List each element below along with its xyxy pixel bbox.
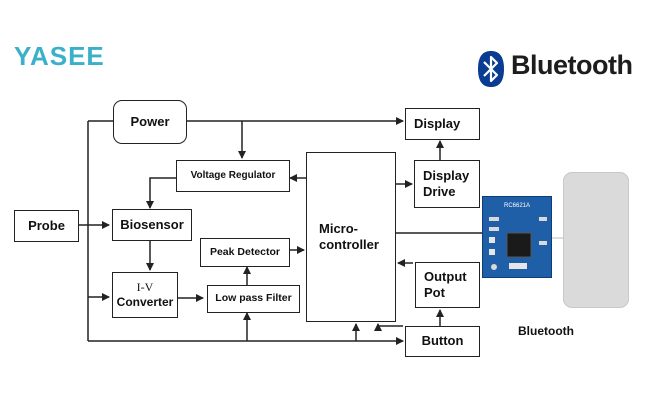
- probe-block: Probe: [14, 210, 79, 242]
- display-drive-label-line1: Display: [423, 167, 470, 183]
- power-label: Power: [130, 113, 170, 129]
- power-block: Power: [113, 100, 187, 144]
- iv-converter-label-line2: Converter: [116, 295, 174, 309]
- low-pass-filter-label: Low pass Filter: [215, 292, 292, 305]
- module-label: RC6621A: [503, 203, 530, 209]
- microcontroller-label-line2: controller: [319, 237, 379, 252]
- biosensor-block: Biosensor: [112, 209, 192, 241]
- output-pot-label-line1: Output: [424, 268, 467, 284]
- display-label: Display: [414, 115, 461, 131]
- microcontroller-label-line1: Micro-: [319, 220, 358, 236]
- display-drive-label-line2: Drive: [423, 184, 456, 199]
- peak-detector-block: Peak Detector: [200, 238, 290, 267]
- yasee-logo-text: YASEE: [14, 41, 105, 71]
- output-pot-block: Output Pot: [415, 262, 480, 308]
- voltage-regulator-label: Voltage Regulator: [190, 169, 276, 181]
- output-pot-label-line2: Pot: [424, 285, 445, 300]
- display-block: Display: [405, 108, 480, 140]
- bluetooth-wordmark: Bluetooth: [511, 50, 633, 80]
- button-block: Button: [405, 326, 480, 357]
- bluetooth-icon: [478, 51, 504, 87]
- yasee-logo: YASEE: [14, 41, 105, 72]
- low-pass-filter-block: Low pass Filter: [207, 285, 300, 313]
- iv-converter-label-line1: I-V: [136, 280, 154, 294]
- biosensor-label: Biosensor: [120, 216, 184, 232]
- bluetooth-caption: Bluetooth: [518, 324, 574, 338]
- probe-label: Probe: [28, 217, 65, 233]
- peak-detector-label: Peak Detector: [209, 245, 281, 258]
- microcontroller-block: Micro- controller: [306, 152, 396, 322]
- voltage-regulator-block: Voltage Regulator: [176, 160, 290, 192]
- button-label: Button: [421, 333, 464, 349]
- iv-converter-block: I-V Converter: [112, 272, 178, 318]
- chip-icon: [489, 217, 547, 270]
- phone-device: [563, 172, 629, 308]
- display-drive-block: Display Drive: [414, 160, 480, 208]
- bluetooth-module: RC6621A: [482, 196, 552, 278]
